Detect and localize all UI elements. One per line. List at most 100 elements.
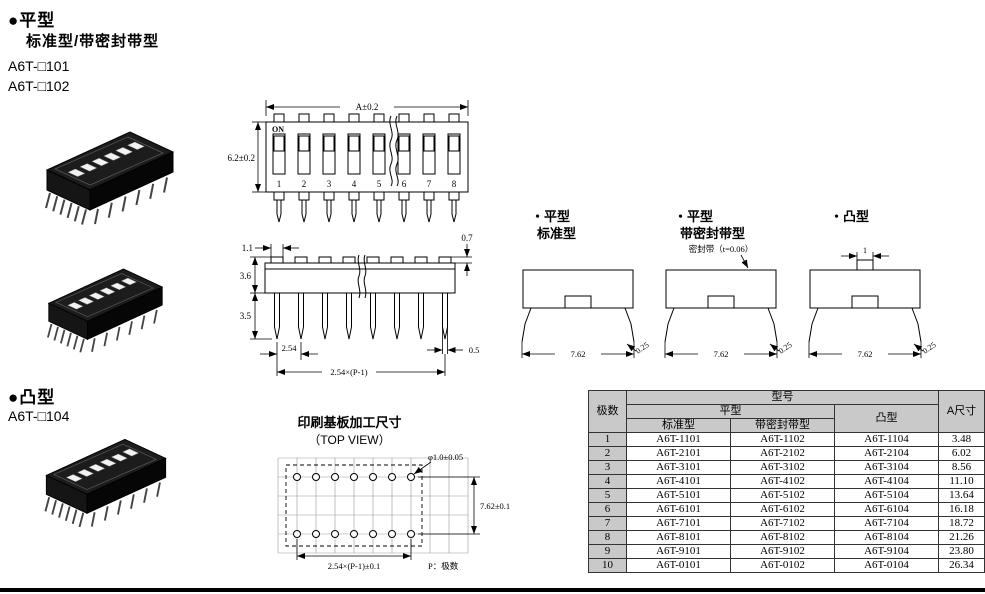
poles-cell: 8 — [588, 530, 627, 545]
svg-text:2: 2 — [302, 179, 307, 189]
sealed-cell: A6T-8102 — [730, 530, 835, 545]
view-flat-standard: ・平型 标准型 7.62 0.25 — [495, 206, 660, 370]
standard-cell: A6T-8101 — [626, 530, 731, 545]
dim-row-pitch-label: 7.62±0.1 — [480, 501, 510, 511]
product-photo-flat-sealed — [47, 268, 164, 353]
flat-sealed-drawing: 密封带（t=0.06） 7.62 0.25 — [664, 244, 794, 359]
poles-legend: P：极数 — [428, 561, 459, 571]
view-title: ・平型 — [674, 209, 714, 224]
model-label-102: A6T-□102 — [8, 78, 70, 94]
col-header-flat: 平型 — [626, 404, 835, 419]
view-subtitle: 标准型 — [537, 226, 577, 241]
svg-text:7: 7 — [427, 179, 432, 189]
actuator-bumps — [270, 256, 452, 264]
sealed-cell: A6T-4102 — [730, 474, 835, 489]
svg-text:1: 1 — [277, 179, 282, 189]
dim-a-cell: 13.64 — [938, 488, 985, 503]
section-flat-title: ●平型 — [8, 11, 56, 30]
col-header-sealed: 带密封带型 — [730, 418, 835, 433]
standard-cell: A6T-3101 — [626, 460, 731, 475]
raised-cell: A6T-4104 — [834, 474, 939, 489]
actuators — [65, 448, 140, 482]
pins — [274, 292, 448, 340]
page-bottom-rule — [0, 588, 985, 592]
view-raised: ・凸型 1 7.62 0.25 — [782, 206, 947, 370]
table-header-row: 标准型 带密封带型 — [589, 418, 985, 433]
poles-cell: 6 — [588, 502, 627, 517]
product-photo-flat-standard — [45, 131, 175, 225]
col-header-raised: 凸型 — [834, 404, 939, 433]
standard-cell: A6T-9101 — [626, 544, 731, 559]
standard-cell: A6T-0101 — [626, 558, 731, 573]
raised-cell: A6T-6104 — [834, 502, 939, 517]
product-photo-raised — [44, 438, 167, 528]
dim-0-5-label: 0.5 — [469, 345, 480, 355]
dim-row-label: 7.62 — [714, 349, 729, 359]
raised-cell: A6T-2104 — [834, 446, 939, 461]
svg-text:4: 4 — [352, 179, 357, 189]
dim-height-label: 6.2±0.2 — [228, 153, 255, 163]
side-view-drawing: 1.1 0.7 3.6 3.5 2.54 0.5 2.54×(P-1) — [240, 233, 480, 377]
dim-a-cell: 26.34 — [938, 558, 985, 573]
break-line — [363, 254, 367, 299]
sealed-cell: A6T-6102 — [730, 502, 835, 517]
dim-a-cell: 18.72 — [938, 516, 985, 531]
table-header-row: 平型 凸型 — [589, 404, 985, 433]
view-subtitle: 带密封带型 — [680, 226, 746, 241]
standard-cell: A6T-6101 — [626, 502, 731, 517]
dim-lead-label: 0.25 — [921, 340, 938, 355]
break-line — [357, 254, 361, 299]
svg-text:5: 5 — [377, 179, 382, 189]
svg-text:6: 6 — [402, 179, 407, 189]
poles-cell: 5 — [588, 488, 627, 503]
col-header-model: 型号 — [626, 390, 939, 405]
dim-1-1-label: 1.1 — [242, 243, 253, 253]
dim-row-label: 7.62 — [858, 349, 873, 359]
dim-row-label: 7.62 — [571, 349, 586, 359]
poles-cell: 2 — [588, 446, 627, 461]
dim-span-label: 2.54×(P-1)±0.1 — [328, 561, 380, 571]
break-line — [395, 115, 399, 187]
poles-cell: 10 — [588, 558, 627, 573]
dim-3-5-label: 3.5 — [240, 311, 252, 321]
model-label-104: A6T-□104 — [8, 408, 70, 424]
sealed-cell: A6T-1102 — [730, 432, 835, 447]
section-flat-subtitle: 标准型/带密封带型 — [26, 33, 160, 50]
pcb-grid — [277, 457, 469, 554]
pcb-subtitle: （TOP VIEW） — [308, 433, 391, 447]
drill-holes — [293, 473, 415, 538]
view-title: ・平型 — [531, 209, 571, 224]
dim-a-cell: 21.26 — [938, 530, 985, 545]
model-label-101: A6T-□101 — [8, 58, 70, 74]
col-header-poles: 极数 — [588, 390, 627, 433]
dim-a-cell: 6.02 — [938, 446, 985, 461]
pcb-title: 印刷基板加工尺寸 — [297, 415, 402, 430]
sealed-cell: A6T-9102 — [730, 544, 835, 559]
switch-outline-dashed — [285, 464, 423, 547]
sealed-cell: A6T-7102 — [730, 516, 835, 531]
raised-cell: A6T-7104 — [834, 516, 939, 531]
sealed-cell: A6T-5102 — [730, 488, 835, 503]
table-header-row: 极数 型号 A尺寸 — [588, 390, 985, 433]
standard-cell: A6T-2101 — [626, 446, 731, 461]
standard-cell: A6T-1101 — [626, 432, 731, 447]
sealed-cell: A6T-0102 — [730, 558, 835, 573]
dim-a-cell: 23.80 — [938, 544, 985, 559]
raised-cell: A6T-3104 — [834, 460, 939, 475]
actuators — [67, 141, 145, 177]
raised-cell: A6T-8104 — [834, 530, 939, 545]
dim-2-54-label: 2.54 — [282, 343, 298, 353]
poles-cell: 7 — [588, 516, 627, 531]
